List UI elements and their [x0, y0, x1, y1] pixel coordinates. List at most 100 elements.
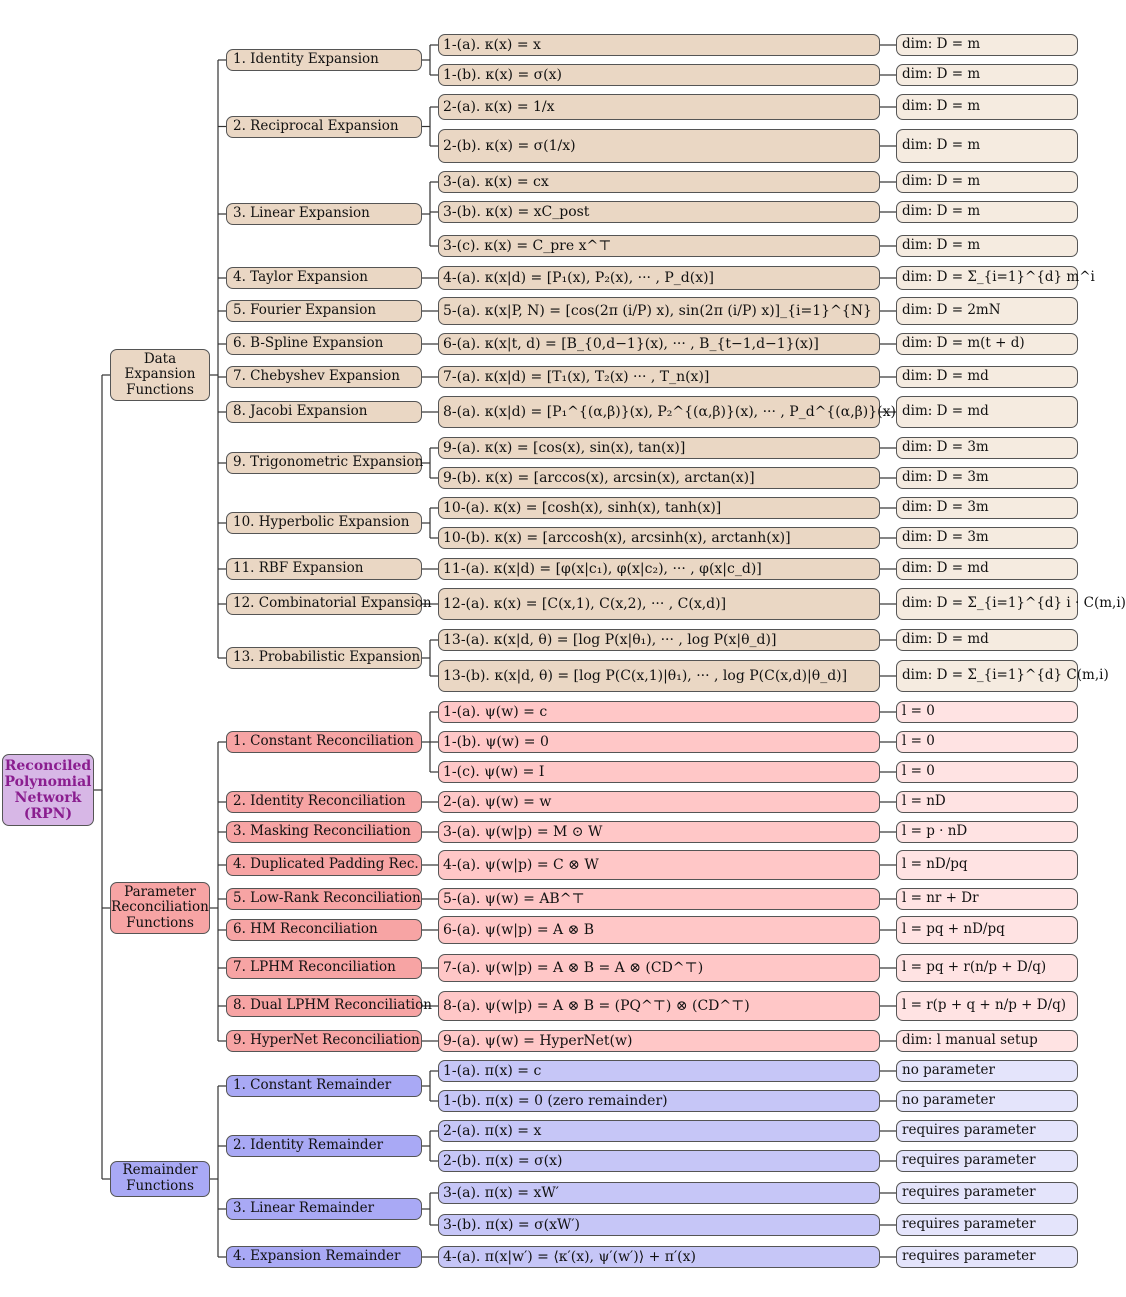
dimension-rem-2-1-label: requires parameter — [902, 1122, 1036, 1139]
dimension-data-10-2-label: dim: D = 3m — [902, 529, 989, 546]
dimension-data-11-1-label: dim: D = md — [902, 560, 989, 577]
formula-rem-3-2: 3-(b). π(x) = σ(xW′) — [438, 1214, 880, 1236]
dimension-data-12-1-label: dim: D = Σ_{i=1}^{d} i · C(m,i) — [902, 595, 1126, 612]
method-param-1: 1. Constant Reconciliation — [226, 731, 422, 753]
formula-data-10-2-label: 10-(b). κ(x) = [arccosh(x), arcsinh(x), … — [443, 529, 791, 546]
formula-data-1-2-label: 1-(b). κ(x) = σ(x) — [443, 66, 562, 83]
method-param-7: 7. LPHM Reconciliation — [226, 957, 422, 979]
dimension-param-7-1-label: l = pq + r(n/p + D/q) — [902, 959, 1047, 976]
formula-data-11-1: 11-(a). κ(x|d) = [φ(x|c₁), φ(x|c₂), ··· … — [438, 558, 880, 580]
dimension-rem-1-2: no parameter — [896, 1090, 1078, 1112]
category-data-label: Data Expansion Functions — [124, 350, 196, 398]
category-param: Parameter Reconciliation Functions — [110, 882, 210, 934]
dimension-param-7-1: l = pq + r(n/p + D/q) — [896, 954, 1078, 982]
dimension-data-13-1-label: dim: D = md — [902, 631, 989, 648]
method-data-5: 5. Fourier Expansion — [226, 300, 422, 322]
method-param-6: 6. HM Reconciliation — [226, 919, 422, 941]
dimension-param-6-1-label: l = pq + nD/pq — [902, 921, 1005, 938]
dimension-data-9-1-label: dim: D = 3m — [902, 439, 989, 456]
dimension-data-1-1: dim: D = m — [896, 34, 1078, 56]
method-param-1-label: 1. Constant Reconciliation — [233, 733, 414, 750]
formula-data-2-1-label: 2-(a). κ(x) = 1/x — [443, 98, 555, 115]
formula-data-1-1-label: 1-(a). κ(x) = x — [443, 36, 541, 53]
dimension-rem-3-2: requires parameter — [896, 1214, 1078, 1236]
dimension-data-5-1-label: dim: D = 2mN — [902, 302, 1001, 319]
formula-data-3-1: 3-(a). κ(x) = cx — [438, 171, 880, 193]
formula-data-10-2: 10-(b). κ(x) = [arccosh(x), arcsinh(x), … — [438, 527, 880, 549]
dimension-rem-1-1-label: no parameter — [902, 1062, 995, 1079]
formula-data-2-2: 2-(b). κ(x) = σ(1/x) — [438, 129, 880, 163]
formula-param-5-1: 5-(a). ψ(w) = AB^⊤ — [438, 888, 880, 910]
formula-param-1-1: 1-(a). ψ(w) = c — [438, 701, 880, 723]
rpn-taxonomy-diagram: Reconciled Polynomial Network (RPN) Data … — [2, 34, 1126, 1268]
method-data-6: 6. B-Spline Expansion — [226, 333, 422, 355]
dimension-data-3-1-label: dim: D = m — [902, 173, 981, 190]
formula-param-3-1: 3-(a). ψ(w|p) = M ⊙ W — [438, 821, 880, 843]
formula-rem-4-1-label: 4-(a). π(x|w′) = ⟨κ′(x), ψ′(w′)⟩ + π′(x) — [443, 1248, 696, 1265]
method-data-10-label: 10. Hyperbolic Expansion — [233, 514, 410, 531]
method-data-8: 8. Jacobi Expansion — [226, 401, 422, 423]
method-param-8-label: 8. Dual LPHM Reconciliation — [233, 997, 432, 1014]
dimension-data-2-1-label: dim: D = m — [902, 98, 981, 115]
method-param-5: 5. Low-Rank Reconciliation — [226, 888, 422, 910]
dimension-param-1-2-label: l = 0 — [902, 733, 935, 750]
root-node: Reconciled Polynomial Network (RPN) — [2, 754, 94, 826]
method-data-7: 7. Chebyshev Expansion — [226, 366, 422, 388]
formula-param-1-2: 1-(b). ψ(w) = 0 — [438, 731, 880, 753]
formula-data-11-1-label: 11-(a). κ(x|d) = [φ(x|c₁), φ(x|c₂), ··· … — [443, 560, 762, 577]
dimension-data-1-1-label: dim: D = m — [902, 36, 981, 53]
root-node-label: Reconciled Polynomial Network (RPN) — [4, 757, 92, 823]
dimension-data-10-1: dim: D = 3m — [896, 497, 1078, 519]
category-rem-label: Remainder Functions — [122, 1162, 198, 1194]
formula-data-10-1-label: 10-(a). κ(x) = [cosh(x), sinh(x), tanh(x… — [443, 499, 722, 516]
method-data-11-label: 11. RBF Expansion — [233, 560, 364, 577]
formula-param-4-1: 4-(a). ψ(w|p) = C ⊗ W — [438, 850, 880, 880]
method-data-2-label: 2. Reciprocal Expansion — [233, 117, 399, 134]
formula-data-7-1: 7-(a). κ(x|d) = [T₁(x), T₂(x) ··· , T_n(… — [438, 366, 880, 388]
dimension-data-13-1: dim: D = md — [896, 629, 1078, 651]
formula-rem-3-1: 3-(a). π(x) = xW′ — [438, 1182, 880, 1204]
dimension-param-4-1-label: l = nD/pq — [902, 856, 968, 873]
formula-rem-4-1: 4-(a). π(x|w′) = ⟨κ′(x), ψ′(w′)⟩ + π′(x) — [438, 1246, 880, 1268]
dimension-rem-3-1: requires parameter — [896, 1182, 1078, 1204]
method-data-6-label: 6. B-Spline Expansion — [233, 335, 384, 352]
formula-rem-1-1: 1-(a). π(x) = c — [438, 1060, 880, 1082]
formula-data-13-1-label: 13-(a). κ(x|d, θ) = [log P(x|θ₁), ··· , … — [443, 631, 777, 648]
method-data-11: 11. RBF Expansion — [226, 558, 422, 580]
dimension-param-1-3-label: l = 0 — [902, 763, 935, 780]
category-rem: Remainder Functions — [110, 1161, 210, 1197]
dimension-rem-3-2-label: requires parameter — [902, 1216, 1036, 1233]
formula-param-1-1-label: 1-(a). ψ(w) = c — [443, 703, 548, 720]
dimension-data-3-1: dim: D = m — [896, 171, 1078, 193]
method-data-8-label: 8. Jacobi Expansion — [233, 403, 368, 420]
dimension-param-1-3: l = 0 — [896, 761, 1078, 783]
formula-data-4-1: 4-(a). κ(x|d) = [P₁(x), P₂(x), ··· , P_d… — [438, 266, 880, 290]
formula-data-13-2: 13-(b). κ(x|d, θ) = [log P(C(x,1)|θ₁), ·… — [438, 660, 880, 692]
method-data-3: 3. Linear Expansion — [226, 203, 422, 225]
method-data-13: 13. Probabilistic Expansion — [226, 647, 422, 669]
method-data-12: 12. Combinatorial Expansion — [226, 593, 432, 615]
method-rem-1-label: 1. Constant Remainder — [233, 1077, 392, 1094]
formula-data-3-2-label: 3-(b). κ(x) = xC_post — [443, 203, 590, 220]
dimension-data-10-2: dim: D = 3m — [896, 527, 1078, 549]
dimension-data-9-2-label: dim: D = 3m — [902, 469, 989, 486]
method-param-2-label: 2. Identity Reconciliation — [233, 793, 406, 810]
method-data-4-label: 4. Taylor Expansion — [233, 269, 368, 286]
dimension-param-3-1: l = p · nD — [896, 821, 1078, 843]
dimension-param-1-1: l = 0 — [896, 701, 1078, 723]
method-data-5-label: 5. Fourier Expansion — [233, 302, 377, 319]
dimension-data-9-2: dim: D = 3m — [896, 467, 1078, 489]
dimension-data-8-1: dim: D = md — [896, 396, 1078, 428]
dimension-param-8-1-label: l = r(p + q + n/p + D/q) — [902, 997, 1067, 1014]
formula-rem-2-2: 2-(b). π(x) = σ(x) — [438, 1150, 880, 1172]
method-data-9: 9. Trigonometric Expansion — [226, 452, 423, 474]
dimension-data-13-2: dim: D = Σ_{i=1}^{d} C(m,i) — [896, 660, 1109, 692]
method-param-8: 8. Dual LPHM Reconciliation — [226, 995, 432, 1017]
formula-data-1-2: 1-(b). κ(x) = σ(x) — [438, 64, 880, 86]
method-param-3-label: 3. Masking Reconciliation — [233, 823, 411, 840]
method-data-1-label: 1. Identity Expansion — [233, 51, 379, 68]
formula-data-1-1: 1-(a). κ(x) = x — [438, 34, 880, 56]
formula-data-13-2-label: 13-(b). κ(x|d, θ) = [log P(C(x,1)|θ₁), ·… — [443, 667, 848, 684]
dimension-data-1-2: dim: D = m — [896, 64, 1078, 86]
method-param-4: 4. Duplicated Padding Rec. — [226, 854, 422, 876]
